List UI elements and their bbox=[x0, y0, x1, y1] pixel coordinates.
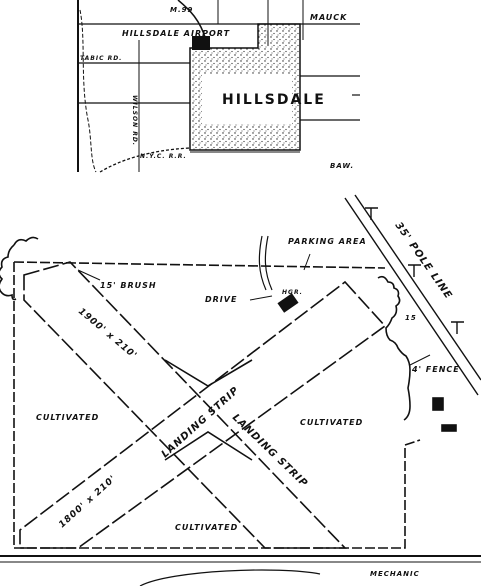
strip-northeast-southwest bbox=[19, 280, 387, 549]
label-drive: DRIVE bbox=[205, 295, 237, 304]
town-label: HILLSDALE bbox=[222, 92, 326, 108]
pole-marker-3 bbox=[451, 321, 464, 334]
brush-leader bbox=[77, 269, 101, 281]
pole-marker-1 bbox=[365, 207, 378, 220]
east-fence bbox=[377, 275, 411, 421]
parking-leader bbox=[303, 253, 311, 271]
airport-label: HILLSDALE AIRPORT bbox=[122, 29, 230, 38]
label-strip-1900: 1900' x 210' bbox=[76, 307, 139, 362]
airport-marker bbox=[192, 36, 210, 50]
pole-line-2 bbox=[354, 194, 481, 381]
railroad-nyc bbox=[99, 147, 191, 173]
town-label-box bbox=[202, 74, 292, 124]
label-fence-height: 15 bbox=[405, 314, 417, 322]
highway-m99 bbox=[177, 0, 207, 41]
building-2 bbox=[441, 424, 457, 432]
hangar bbox=[277, 293, 299, 313]
label-hangar: HGR. bbox=[282, 289, 303, 296]
drive-leader bbox=[249, 295, 273, 301]
road-label-baw: BAW. bbox=[330, 162, 354, 170]
road-label-nyc-rr: N.Y.C. R.R. bbox=[140, 153, 187, 160]
field-boundary-top bbox=[13, 261, 386, 269]
label-fence: 4' FENCE bbox=[411, 365, 460, 374]
label-cultivated-south: CULTIVATED bbox=[175, 523, 238, 532]
label-brush: 15' BRUSH bbox=[100, 281, 157, 290]
label-landing-strip-1: LANDING STRIP bbox=[160, 385, 242, 460]
label-parking-area: PARKING AREA bbox=[288, 237, 367, 246]
building-1 bbox=[432, 397, 444, 411]
field-boundary bbox=[13, 262, 421, 549]
drive-road-2 bbox=[264, 235, 273, 291]
airfield-diagram bbox=[0, 194, 481, 586]
label-cultivated-west: CULTIVATED bbox=[36, 413, 99, 422]
pole-line-1 bbox=[344, 197, 479, 396]
creek-west bbox=[79, 9, 97, 173]
locator-map: HILLSDALE AIRPORT HILLSDALE M.99 MAUCK T… bbox=[77, 0, 360, 173]
fence-leader bbox=[409, 354, 431, 366]
strip-northwest-southeast bbox=[23, 261, 347, 549]
label-pole-line: 35' POLE LINE bbox=[393, 220, 454, 301]
strip-intersection-south bbox=[164, 431, 253, 461]
label-strip-1800: 1800' x 210' bbox=[57, 474, 118, 531]
bottom-curve bbox=[139, 569, 321, 586]
road-label-mauck: MAUCK bbox=[310, 13, 347, 22]
drive-road bbox=[258, 235, 267, 291]
strip-intersection-north bbox=[164, 359, 253, 387]
road-label-tabic: TABIC RD. bbox=[80, 55, 122, 62]
label-landing-strip-2: LANDING STRIP bbox=[230, 412, 310, 490]
road-label-wilson: WILSON RD. bbox=[131, 95, 138, 146]
pole-marker-2 bbox=[408, 264, 421, 277]
brush-edge bbox=[0, 236, 39, 301]
label-cultivated-east: CULTIVATED bbox=[300, 418, 363, 427]
road-label-m99: M.99 bbox=[170, 6, 193, 14]
label-mechanic: MECHANIC bbox=[370, 570, 420, 578]
